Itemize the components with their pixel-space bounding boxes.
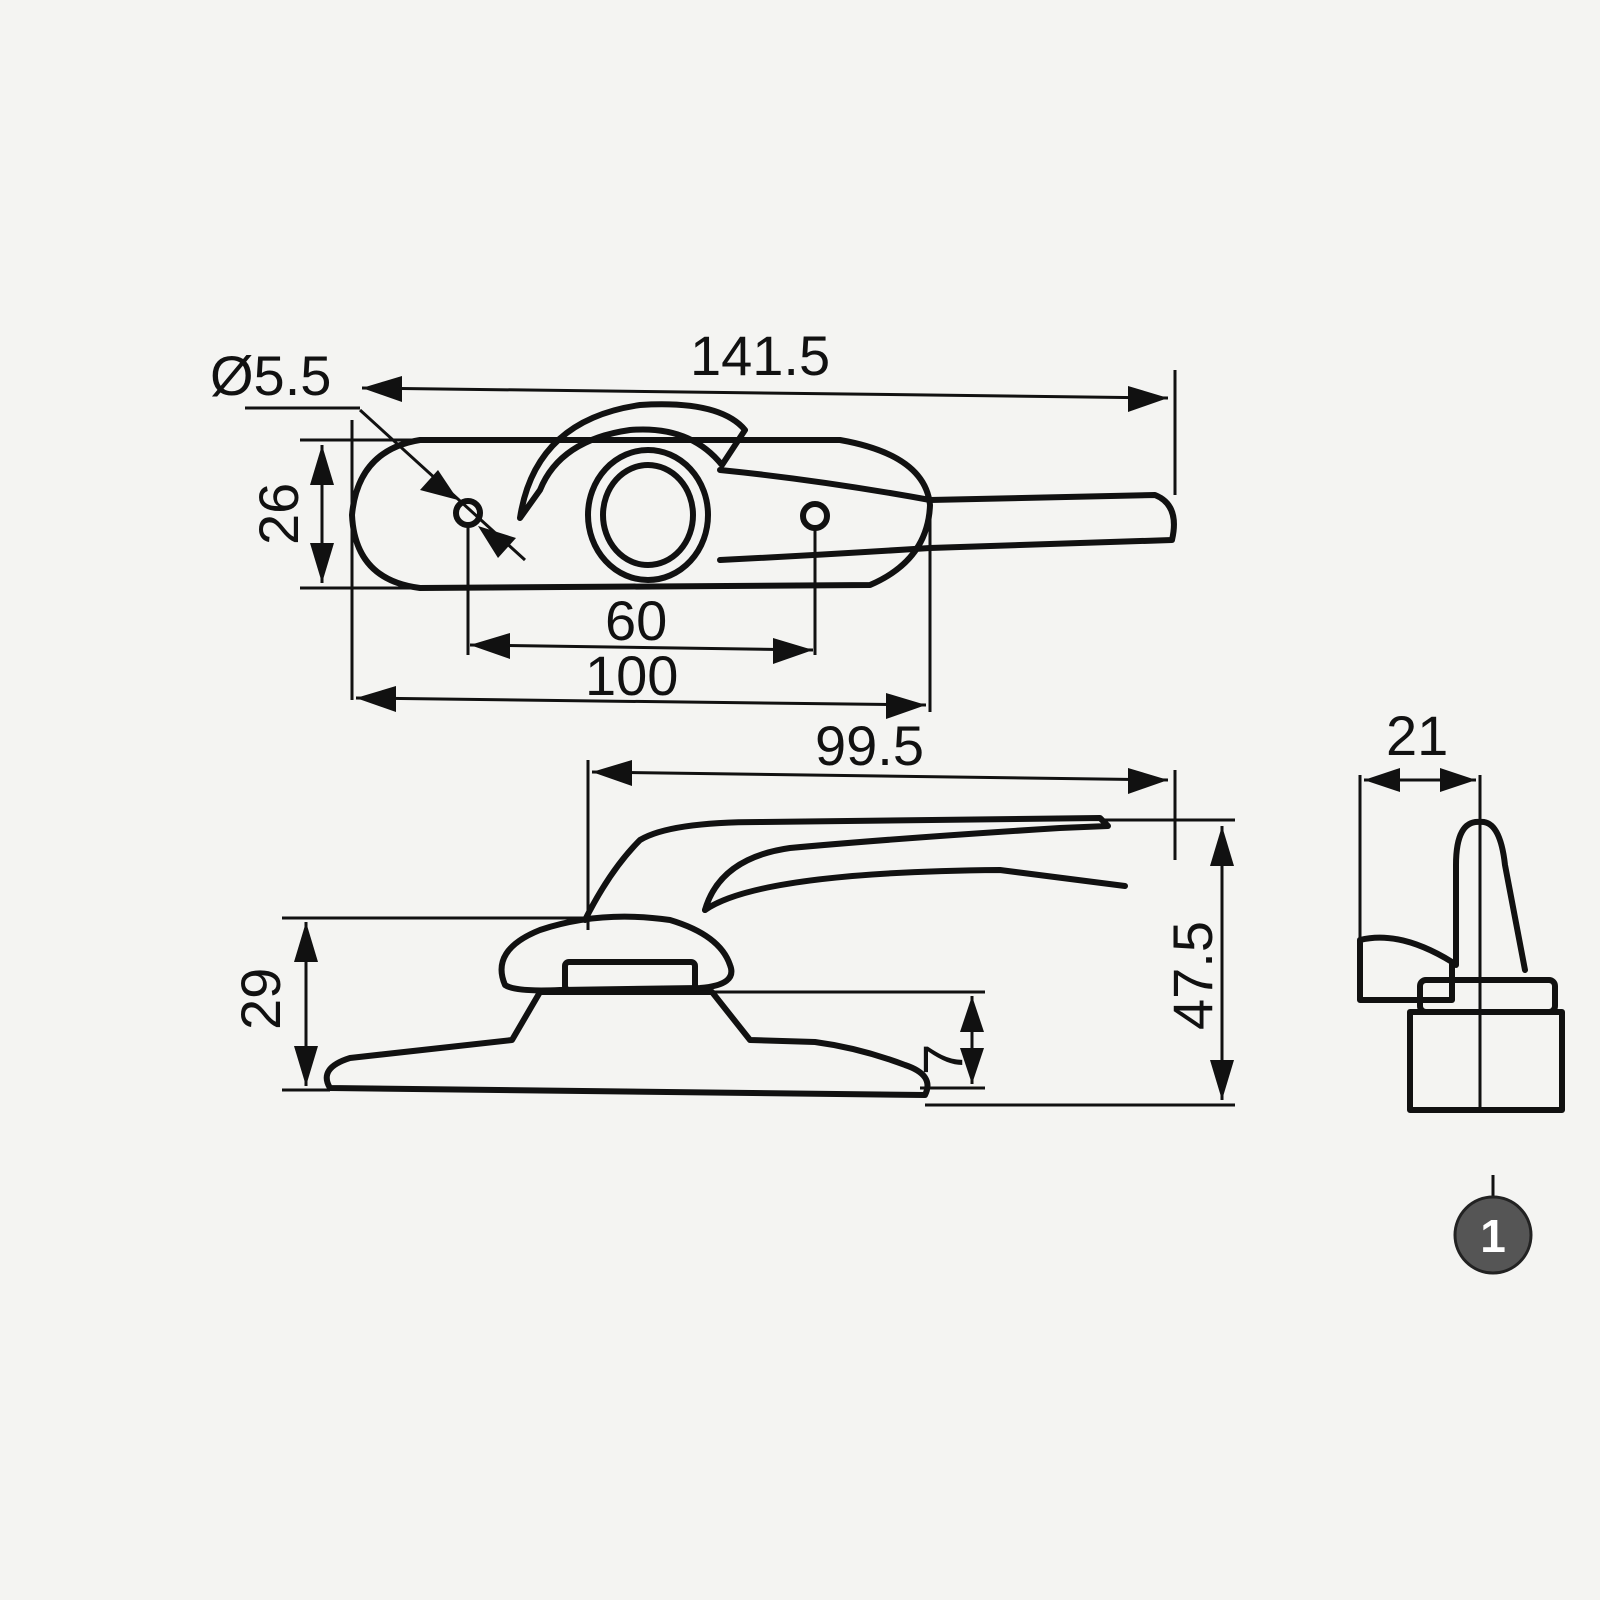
dim-hole-diameter: Ø5.5	[210, 344, 527, 562]
dim-hole-diameter-label: Ø5.5	[210, 344, 331, 407]
dim-body-height: 29	[229, 916, 590, 1092]
dim-end-width: 21	[1358, 704, 1482, 1000]
dim-overall-height: 47.5	[925, 818, 1235, 1107]
top-view-cam-hook	[517, 401, 748, 521]
end-view-base-block	[1407, 1009, 1565, 1113]
dim-overall-length-label: 141.5	[690, 324, 830, 387]
top-view-base-plate	[349, 437, 933, 591]
dim-base-height-label: 26	[247, 483, 310, 545]
dim-hole-spacing-label: 60	[605, 589, 667, 652]
dim-end-width-label: 21	[1386, 704, 1448, 767]
top-view-boss-inner	[600, 462, 696, 568]
dim-base-thickness-label: 7	[911, 1044, 974, 1075]
dim-overall-height-label: 47.5	[1161, 921, 1224, 1030]
end-view-back-plate	[1357, 934, 1455, 1003]
top-view-hole-left	[453, 498, 483, 528]
side-view-handle-lower	[702, 867, 1128, 913]
end-view-collar	[1417, 977, 1558, 1015]
item-number-label: 1	[1480, 1210, 1506, 1262]
dim-hole-spacing: 60	[466, 525, 817, 664]
dim-base-height: 26	[247, 438, 420, 590]
side-view-handle	[582, 815, 1111, 923]
side-view-base-plate	[323, 989, 931, 1098]
top-view-handle	[717, 467, 1177, 563]
dim-handle-length-label: 99.5	[815, 714, 924, 777]
side-view-collar-band	[562, 959, 698, 993]
dim-overall-length: 141.5	[350, 324, 1177, 700]
top-view	[349, 401, 1177, 591]
dim-base-length-label: 100	[585, 644, 678, 707]
dim-body-height-label: 29	[229, 968, 292, 1030]
side-view-collar	[498, 913, 735, 994]
end-view-lever	[1453, 818, 1528, 973]
top-view-hole-right	[800, 501, 830, 531]
dim-base-thickness: 7	[712, 990, 985, 1090]
end-view	[1357, 818, 1565, 1113]
top-view-boss-outer	[585, 447, 711, 583]
side-view	[323, 815, 1128, 1098]
dim-handle-length: 99.5	[586, 714, 1177, 930]
item-number-badge: 1	[1453, 1175, 1533, 1275]
dim-base-length: 100	[355, 505, 932, 719]
